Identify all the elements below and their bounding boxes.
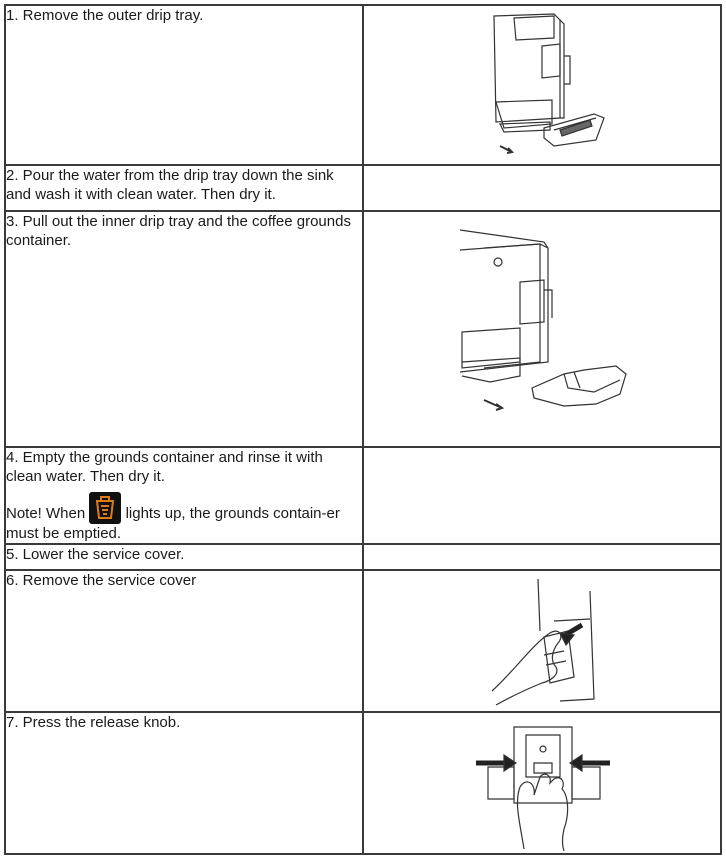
step-2-illustration	[362, 164, 722, 212]
press-release-knob-illustration	[476, 726, 610, 851]
step-4-note: Note! When lights up, the grounds contai…	[6, 492, 362, 543]
step-2-text: 2. Pour the water from the drip tray dow…	[4, 164, 364, 212]
remove-drip-tray-illustration	[493, 13, 605, 154]
step-row-3: 3. Pull out the inner drip tray and the …	[4, 210, 722, 448]
step-row-1: 1. Remove the outer drip tray.	[4, 4, 722, 166]
step-1-text: 1. Remove the outer drip tray.	[4, 4, 364, 166]
step-3-text: 3. Pull out the inner drip tray and the …	[4, 210, 364, 448]
pull-out-inner-tray-illustration	[459, 229, 627, 411]
step-row-2: 2. Pour the water from the drip tray dow…	[4, 164, 722, 212]
note-text-after: lights up, the grounds contain-er must b…	[6, 505, 340, 542]
grounds-container-full-icon	[89, 492, 122, 524]
step-5-illustration	[362, 543, 722, 571]
step-4-text: 4. Empty the grounds container and rinse…	[6, 449, 323, 485]
step-row-7: 7. Press the release knob.	[4, 711, 722, 855]
step-3-illustration	[362, 210, 722, 448]
note-text-before: Note! When	[6, 505, 86, 522]
step-6-text: 6. Remove the service cover	[4, 569, 364, 713]
step-row-4: 4. Empty the grounds container and rinse…	[4, 446, 722, 545]
step-5-text: 5. Lower the service cover.	[4, 543, 364, 571]
step-row-5: 5. Lower the service cover.	[4, 543, 722, 571]
step-6-illustration	[362, 569, 722, 713]
instructions-table: 1. Remove the outer drip tray.	[4, 4, 722, 855]
step-7-text: 7. Press the release knob.	[4, 711, 364, 855]
step-7-illustration	[362, 711, 722, 855]
step-1-illustration	[362, 4, 722, 166]
step-4-illustration	[362, 446, 722, 545]
remove-service-cover-illustration	[491, 578, 595, 706]
step-row-6: 6. Remove the service cover	[4, 569, 722, 713]
